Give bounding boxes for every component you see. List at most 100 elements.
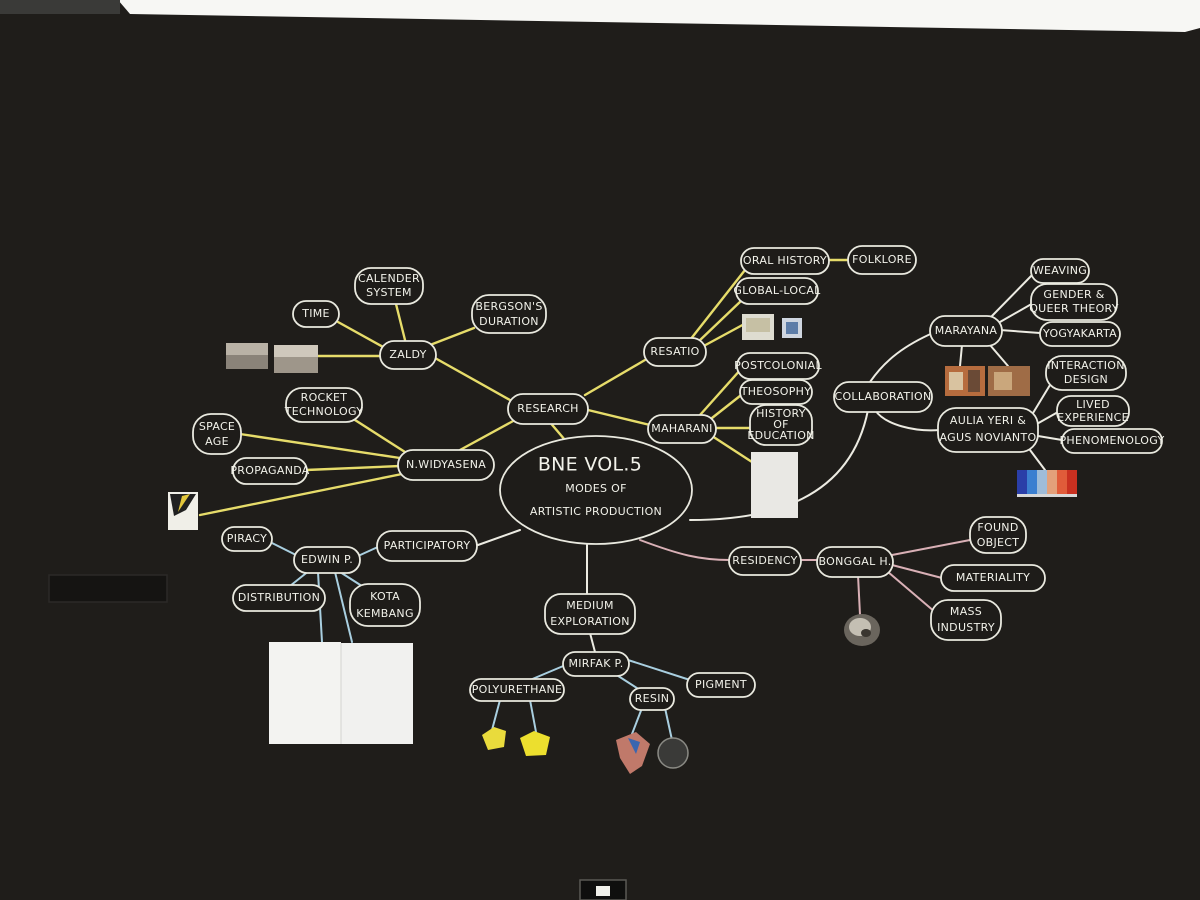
link-poly-object1: [491, 699, 501, 731]
label-propaganda: PROPAGANDA: [230, 464, 309, 477]
label-bonggal: BONGGAL H.: [818, 555, 891, 568]
node-polyurethane: POLYURETHANE: [469, 678, 565, 702]
node-bonggal: BONGGAL H.: [816, 546, 894, 578]
link-edwin-piracy: [269, 541, 299, 557]
label-space-line1: SPACE: [199, 420, 235, 433]
label-history-line2: OF: [773, 418, 789, 431]
connector-lines: [198, 258, 1063, 741]
label-widyasena: N.WIDYASENA: [406, 458, 486, 471]
center-node: BNE VOL.5 MODES OF ARTISTIC PRODUCTION: [499, 435, 693, 545]
node-theosophy: THEOSOPHY: [739, 379, 813, 405]
label-gender-line1: GENDER &: [1043, 288, 1104, 301]
node-participatory: PARTICIPATORY: [376, 530, 478, 562]
node-aulia-agus: AULIA YERI & AGUS NOVIANTO: [937, 407, 1039, 453]
link-marayana-photo2: [989, 344, 1009, 367]
link-collaboration-marayana: [869, 331, 936, 383]
node-folklore: FOLKLORE: [847, 245, 917, 275]
node-resin: RESIN: [629, 687, 675, 711]
label-research: RESEARCH: [517, 402, 579, 415]
node-collaboration: COLLABORATION: [833, 381, 933, 413]
link-research-resatio: [583, 358, 647, 397]
label-postcolonial: POSTCOLONIAL: [734, 359, 822, 372]
paper-maharani: [751, 452, 798, 518]
label-distribution: DISTRIBUTION: [238, 591, 320, 604]
node-pigment: PIGMENT: [686, 672, 756, 698]
label-maharani: MAHARANI: [651, 422, 712, 435]
label-global-local: GLOBAL-LOCAL: [733, 284, 821, 297]
link-center-residency: [639, 539, 731, 561]
label-theosophy: THEOSOPHY: [740, 385, 812, 398]
link-zaldy-time: [336, 320, 387, 350]
link-marayana-photo1: [959, 344, 963, 367]
metal-object: [844, 614, 880, 646]
link-resin-object1: [631, 707, 643, 735]
link-research-zaldy: [433, 356, 512, 402]
label-phenomenology: PHENOMENOLOGY: [1059, 434, 1164, 447]
link-medium-mirfak: [589, 632, 596, 653]
label-interaction-line1: INTERACTION: [1047, 359, 1125, 372]
resin-object-2: [657, 737, 689, 769]
label-calender-line2: SYSTEM: [366, 286, 412, 299]
label-mirfak: MIRFAK P.: [568, 657, 623, 670]
label-pigment: PIGMENT: [695, 678, 747, 691]
label-interaction-line2: DESIGN: [1064, 373, 1108, 386]
label-participatory: PARTICIPATORY: [384, 539, 471, 552]
node-bergson: BERGSON'S DURATION: [471, 294, 547, 334]
label-medium-line2: EXPLORATION: [550, 615, 630, 628]
link-research-maharani: [586, 408, 652, 427]
node-interaction-design: INTERACTION DESIGN: [1045, 355, 1127, 391]
paper-edwin-2: [341, 643, 413, 744]
node-mass-industry: MASS INDUSTRY: [930, 599, 1002, 641]
link-marayana-weaving: [989, 271, 1036, 319]
link-research-widyasena: [458, 418, 517, 452]
node-marayana: MARAYANA: [929, 315, 1003, 347]
label-found-line2: OBJECT: [977, 536, 1020, 549]
node-research: RESEARCH: [507, 393, 589, 425]
label-piracy: PIRACY: [227, 532, 267, 545]
node-global-local: GLOBAL-LOCAL: [733, 277, 821, 305]
node-kota-kembang: KOTA KEMBANG: [349, 583, 421, 627]
polyurethane-object-2: [520, 731, 550, 756]
node-space-age: SPACE AGE: [192, 413, 242, 455]
label-oral-history: ORAL HISTORY: [743, 254, 827, 267]
label-lived-line2: EXPERIENCE: [1057, 411, 1129, 424]
label-aulia-line2: AGUS NOVIANTO: [940, 431, 1037, 444]
node-zaldy: ZALDY: [379, 340, 437, 370]
link-widyasena-space: [238, 432, 402, 460]
link-aulia-lived: [1034, 411, 1059, 426]
label-kota-line1: KOTA: [370, 590, 400, 603]
center-title-line2: MODES OF: [565, 482, 626, 495]
chalkboard-corner-shadow: [0, 0, 120, 14]
node-yogyakarta: YOGYAKARTA: [1039, 321, 1121, 347]
label-found-line1: FOUND: [977, 521, 1018, 534]
label-folklore: FOLKLORE: [852, 253, 912, 266]
node-found-object: FOUND OBJECT: [969, 516, 1027, 554]
node-distribution: DISTRIBUTION: [232, 584, 326, 612]
link-bonggal-mass: [887, 571, 936, 613]
link-maharani-paper: [710, 434, 754, 464]
dark-plaque: [48, 574, 168, 603]
label-weaving: WEAVING: [1033, 264, 1087, 277]
link-marayana-gender: [999, 301, 1036, 323]
link-aulia-phenomenology: [1037, 435, 1063, 441]
node-propaganda: PROPAGANDA: [230, 457, 310, 485]
label-yogyakarta: YOGYAKARTA: [1042, 327, 1117, 340]
label-kota-line2: KEMBANG: [356, 607, 414, 620]
link-zaldy-bergson: [428, 326, 476, 347]
paper-edwin-1: [269, 642, 341, 744]
label-edwin: EDWIN P.: [301, 553, 353, 566]
label-rocket-line2: TECHNOLOGY: [284, 405, 364, 418]
link-zaldy-calender: [394, 302, 407, 342]
node-medium-exploration: MEDIUM EXPLORATION: [544, 593, 636, 635]
node-time: TIME: [292, 300, 340, 328]
label-materiality: MATERIALITY: [956, 571, 1030, 584]
node-oral-history: ORAL HISTORY: [740, 247, 830, 275]
color-gradient-strip: [1017, 470, 1077, 497]
label-lived-line1: LIVED: [1076, 398, 1110, 411]
label-resatio: RESATIO: [650, 345, 699, 358]
link-resatio-photos: [698, 320, 750, 350]
node-piracy: PIRACY: [221, 526, 273, 552]
node-phenomenology: PHENOMENOLOGY: [1059, 428, 1164, 454]
link-mirfak-pigment: [627, 659, 691, 681]
link-resatio-oral: [688, 268, 747, 342]
